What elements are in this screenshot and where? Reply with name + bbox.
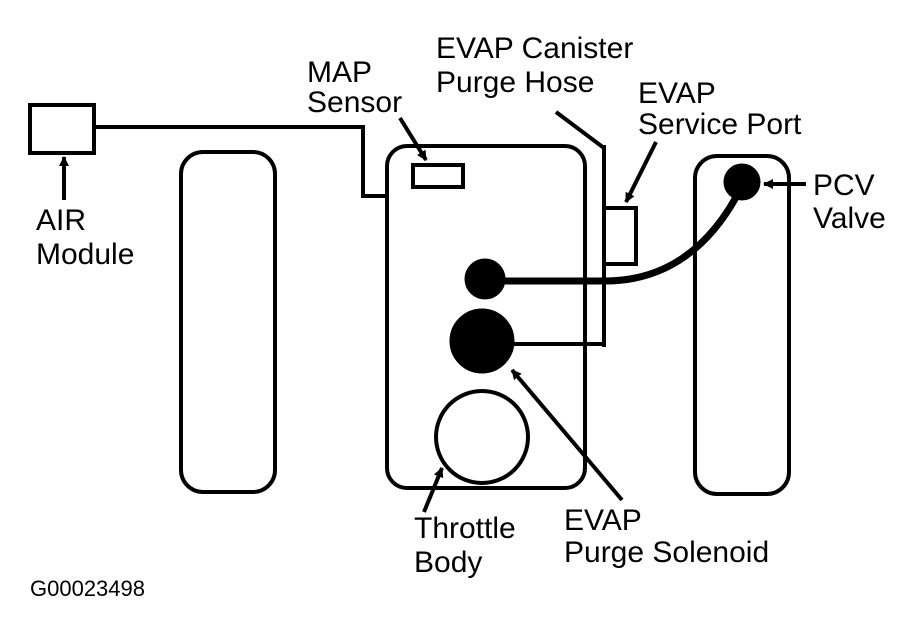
- map-sensor-label-line2: Sensor: [307, 86, 402, 119]
- evap-service-port-label-line1: EVAP: [638, 77, 715, 110]
- evap-service-port-label-line2: Service Port: [638, 108, 802, 141]
- pcv-valve: [723, 163, 761, 201]
- air-module-box: [28, 103, 96, 155]
- air-module-line: [94, 125, 389, 198]
- evap-canister-purge-hose-label-line2: Purge Hose: [436, 66, 594, 99]
- evap-service-port-label: EVAP Service Port: [638, 77, 802, 141]
- left-cylinder-bank: [179, 150, 277, 494]
- evap-purge-solenoid-label: EVAP Purge Solenoid: [564, 504, 769, 569]
- pcv-valve-label-line1: PCV: [813, 169, 875, 202]
- evap-canister-purge-hose-label: EVAP Canister Purge Hose: [436, 32, 642, 99]
- pcv-valve-label: PCV Valve: [813, 169, 886, 235]
- throttle-body: [434, 389, 530, 485]
- air-module-label-line2: Module: [36, 238, 134, 271]
- figure-id-label: G00023498: [30, 576, 145, 601]
- map-sensor-label-line1: MAP: [307, 56, 371, 89]
- evap-purge-solenoid-label-line2: Purge Solenoid: [564, 536, 769, 569]
- throttle-body-label: Throttle Body: [414, 512, 524, 579]
- right-cylinder-bank: [693, 154, 791, 496]
- throttle-body-leader: [422, 467, 444, 513]
- service-port-leader: [624, 141, 658, 203]
- pcv-hose: [486, 182, 746, 285]
- pcv-valve-label-line2: Valve: [813, 202, 886, 235]
- map-sensor-label: MAP Sensor: [307, 56, 402, 119]
- purge-hose-leader: [554, 110, 606, 150]
- evap-purge-solenoid: [449, 308, 515, 374]
- map-sensor-leader: [398, 116, 428, 162]
- throttle-body-label-line2: Body: [414, 546, 482, 579]
- evap-purge-solenoid-label-line1: EVAP: [564, 504, 641, 537]
- purge-solenoid-leader: [510, 368, 624, 502]
- air-module-label: AIR Module: [36, 204, 134, 271]
- map-sensor-box: [411, 163, 465, 189]
- evap-canister-purge-hose-label-line1: EVAP Canister: [436, 32, 633, 65]
- throttle-body-label-line1: Throttle: [414, 512, 516, 545]
- evap-service-port-box: [602, 206, 638, 266]
- air-module-label-line1: AIR: [36, 204, 86, 237]
